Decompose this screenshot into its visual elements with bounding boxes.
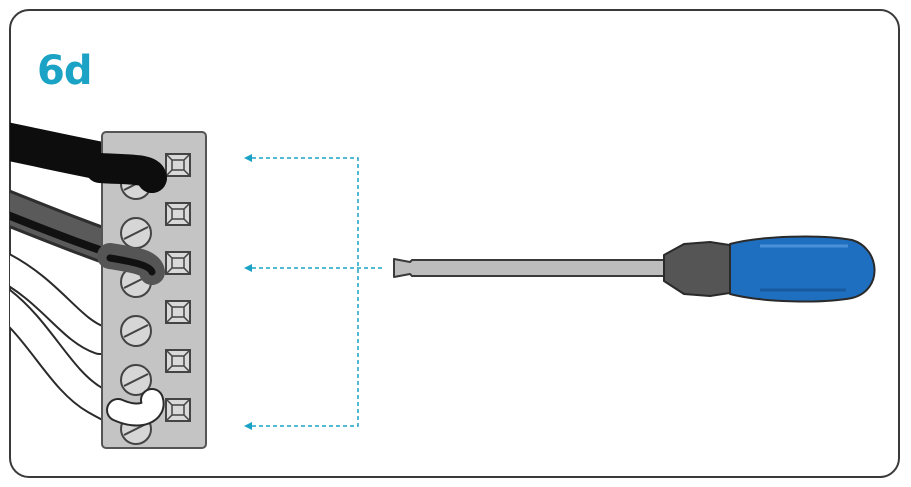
terminal-slot	[120, 300, 191, 347]
screwdriver-icon	[393, 235, 876, 303]
step-label: 6d	[37, 48, 92, 94]
terminal-slot	[120, 349, 191, 396]
arrow-icon	[244, 154, 252, 430]
tightening-arrows	[252, 157, 384, 427]
terminal-slot	[120, 202, 191, 249]
terminal-block-icon	[101, 131, 207, 449]
wire-ends	[85, 153, 167, 427]
